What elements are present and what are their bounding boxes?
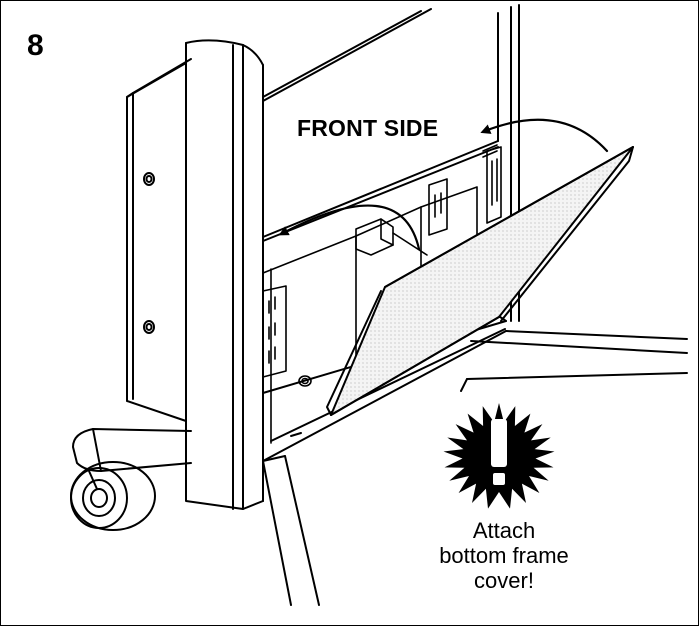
front-side-label: FRONT SIDE bbox=[297, 115, 439, 141]
warning-text: Attach bottom frame cover! bbox=[409, 518, 599, 594]
exclamation-starburst-icon bbox=[443, 403, 555, 509]
step-number: 8 bbox=[27, 29, 44, 62]
bottom-frame-cover bbox=[326, 146, 634, 416]
warning-line: cover! bbox=[474, 567, 534, 593]
warning-line: bottom frame bbox=[439, 542, 569, 568]
rotation-arrow-right bbox=[480, 118, 609, 153]
warning-line: Attach bbox=[472, 518, 536, 543]
caster-wheel bbox=[70, 461, 156, 531]
rotation-arrow-left bbox=[278, 204, 421, 251]
side-cabinet bbox=[126, 58, 192, 422]
vertical-column bbox=[185, 39, 264, 510]
front-base-legs bbox=[262, 300, 688, 606]
